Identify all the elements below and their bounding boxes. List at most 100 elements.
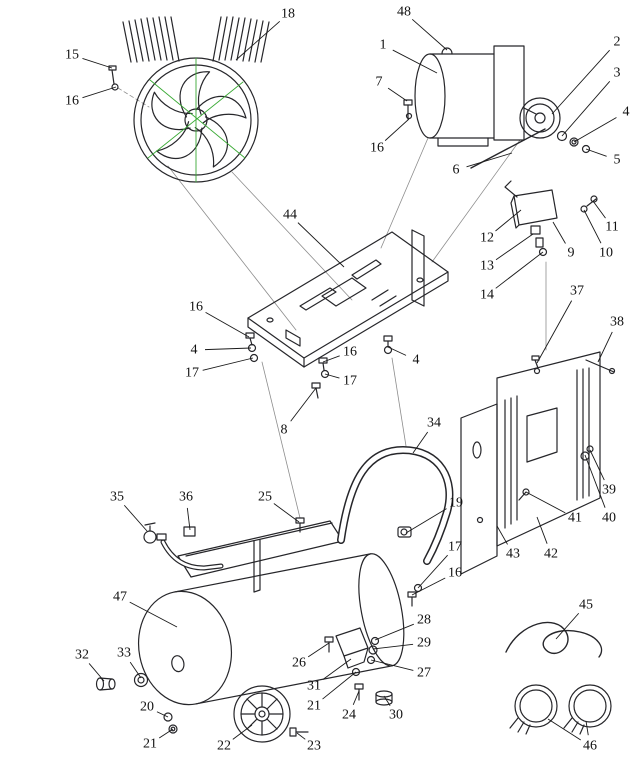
callout-9: 9 [568,246,575,261]
plug-cap [133,672,149,688]
leader-line [584,454,606,508]
callout-6: 6 [453,163,460,178]
callout-4: 4 [623,105,630,120]
leader-line [383,695,391,706]
callout-26: 26 [292,656,306,671]
leader-line [573,117,617,143]
leader-line [495,251,544,289]
callout-25: 25 [258,490,272,505]
callout-44: 44 [283,208,297,223]
leg-fasteners [324,636,380,701]
callout-17: 17 [343,374,357,389]
leader-line [405,508,447,534]
callout-2: 2 [614,35,621,50]
air-tank [137,553,405,706]
leader-line [322,658,352,680]
stud [253,539,261,593]
callout-16: 16 [370,141,384,156]
leader-line [158,728,174,739]
leader-line [186,507,191,531]
leader-line [123,504,148,532]
tank-platform [177,517,344,593]
callout-8: 8 [281,423,288,438]
callout-45: 45 [579,598,593,613]
callout-29: 29 [417,636,431,651]
plate-bolt [311,382,321,399]
panel-rod [585,359,616,375]
leader-line [82,57,113,69]
leader-line [307,642,330,658]
leader-line [555,612,580,640]
leader-line [536,300,573,364]
support-channel [411,229,425,307]
rubber-foot [375,690,393,706]
callout-16: 16 [448,566,462,581]
discharge-pipe [160,539,224,571]
leader-line [322,671,357,700]
leader-line [387,346,407,356]
callout-23: 23 [307,739,321,754]
callout-33: 33 [117,646,131,661]
leader-line [561,80,611,137]
leader-line [202,357,254,371]
hose-coil-right [563,684,612,735]
callout-12: 12 [480,231,494,246]
plate-fasteners-left [245,332,259,363]
callout-43: 43 [506,547,520,562]
plate-fasteners-mid [318,357,330,379]
callout-21: 21 [143,737,157,752]
leader-line [82,86,117,99]
base-plate [247,229,449,368]
callout-11: 11 [605,220,618,235]
leader-line [536,516,548,544]
leader-line [592,200,606,219]
leader-line [496,525,508,545]
callout-3: 3 [614,66,621,81]
pressure-switch [504,180,598,257]
callout-34: 34 [427,416,441,431]
leader-line [290,387,317,422]
leader-line [324,373,340,379]
leader-line [372,643,414,650]
handle [337,446,454,565]
leader-line [547,718,581,741]
leader-line [129,661,142,679]
callout-18: 18 [281,7,295,22]
hose-coil-left [509,684,558,735]
leader-line [525,491,566,514]
pump-fan-unit [108,16,270,183]
leader-line [387,87,408,102]
axle-bolt [289,727,309,737]
switch-screws [580,195,598,213]
callout-22: 22 [217,739,231,754]
callout-4: 4 [413,353,420,368]
leader-line [583,209,602,244]
callout-36: 36 [179,490,193,505]
leader-line [374,623,414,641]
callout-13: 13 [480,259,494,274]
callout-39: 39 [602,483,616,498]
wheel-washer-nut [163,712,178,734]
wheel [233,685,291,743]
callout-41: 41 [568,511,582,526]
fan-bolt [108,65,119,91]
leader-line [411,18,448,51]
callout-40: 40 [602,511,616,526]
callout-17: 17 [448,540,462,555]
outlet-fitting [397,526,412,538]
drain-plug [95,677,116,691]
leader-line [466,152,513,168]
callout-14: 14 [480,288,494,303]
callout-35: 35 [110,490,124,505]
leader-line [370,659,414,671]
leader-line [495,209,522,232]
callout-28: 28 [417,613,431,628]
pulley-fasteners [556,130,591,154]
cylinder-fins-left [122,16,180,63]
callout-20: 20 [140,700,154,715]
panel-screw-top [531,355,540,369]
leg-bracket [335,627,369,669]
leader-line [205,312,250,338]
motor-bolt [403,99,413,120]
